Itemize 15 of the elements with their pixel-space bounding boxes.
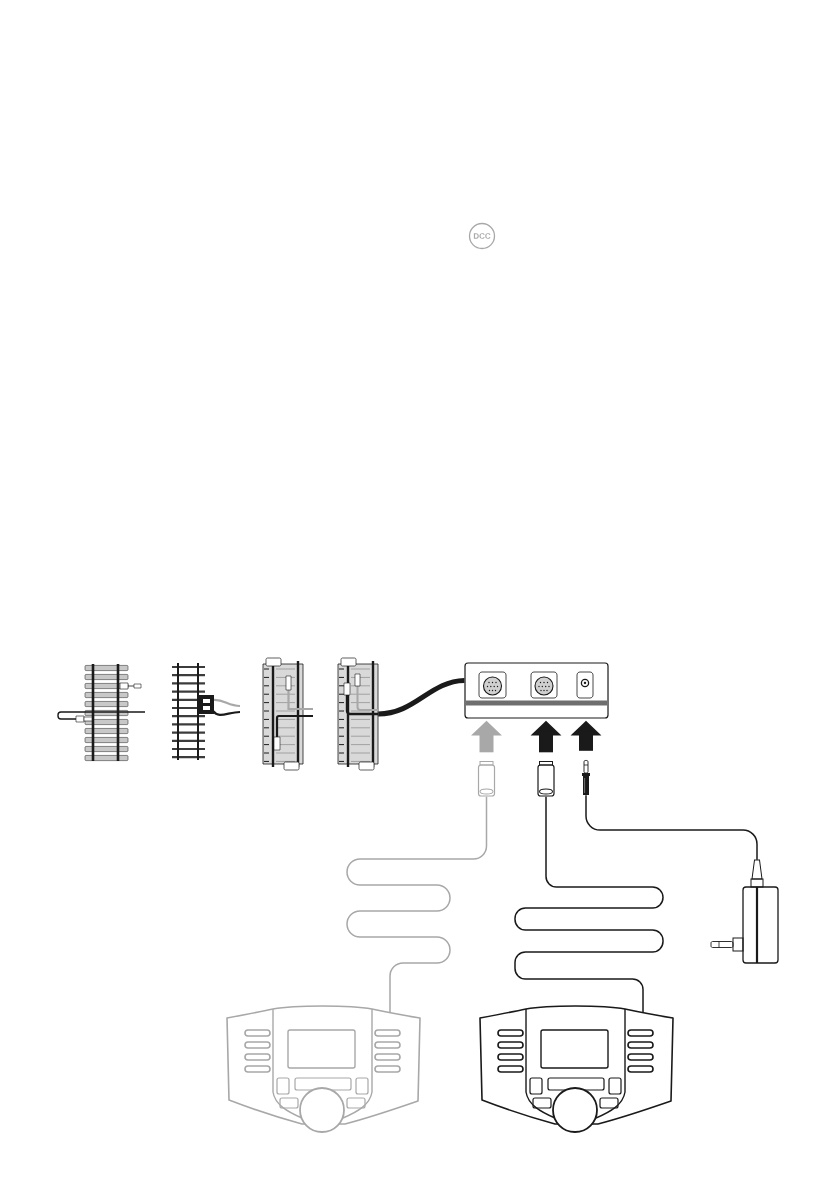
power-adapter [710, 859, 779, 964]
cable [346, 795, 488, 1014]
cable [378, 678, 465, 717]
plug [537, 761, 555, 797]
track-piece [172, 662, 241, 761]
jack-plug [582, 760, 590, 795]
handheld-controller [226, 1005, 421, 1133]
cable [514, 795, 664, 1014]
track-piece [262, 657, 313, 771]
connector-box [464, 662, 609, 719]
handheld-controller [479, 1005, 674, 1133]
cable [585, 794, 758, 861]
track-piece [57, 664, 146, 761]
track-piece [337, 657, 379, 771]
plug [477, 761, 496, 797]
